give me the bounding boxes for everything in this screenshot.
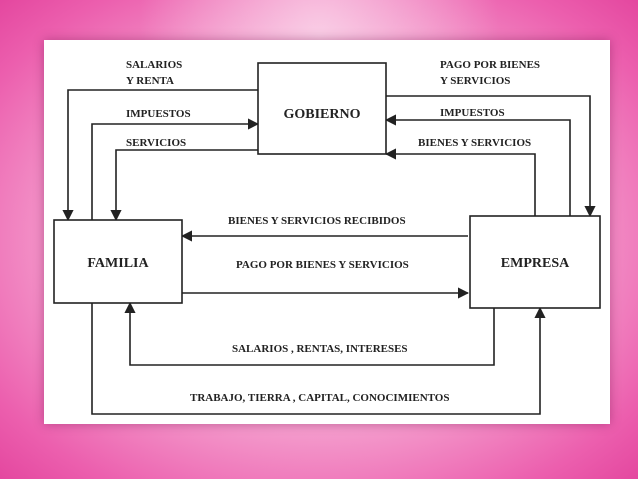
gobierno-label: GOBIERNO	[283, 107, 360, 122]
empresa-label: EMPRESA	[501, 256, 570, 271]
label-impuestos-left: IMPUESTOS	[126, 108, 191, 120]
arrow-impuestos-empresa	[384, 114, 571, 216]
arrow-servicios	[110, 149, 258, 222]
arrow-pago-gobierno-empresa	[386, 95, 596, 218]
gobierno-box	[257, 62, 387, 155]
arrow-salarios-renta	[62, 89, 258, 222]
label-salarios-intereses: SALARIOS , RENTAS, INTERESES	[232, 343, 408, 355]
arrow-trabajo	[91, 303, 546, 415]
label-servicios: SERVICIOS	[126, 137, 186, 149]
label-salarios: SALARIOS	[126, 59, 182, 71]
label-y-renta: Y RENTA	[126, 75, 174, 87]
arrow-impuestos-familia	[91, 118, 260, 220]
label-bienes-recibidos: BIENES Y SERVICIOS RECIBIDOS	[228, 215, 406, 227]
arrow-salarios-intereses	[124, 301, 495, 366]
label-pago-bienes: PAGO POR BIENES	[440, 59, 540, 71]
label-y-servicios: Y SERVICIOS	[440, 75, 510, 87]
label-pago-familia: PAGO POR BIENES Y SERVICIOS	[236, 259, 409, 271]
arrow-bienes-servicios	[384, 148, 536, 216]
familia-label: FAMILIA	[87, 256, 149, 271]
label-trabajo: TRABAJO, TIERRA , CAPITAL, CONOCIMIENTOS	[190, 392, 449, 404]
label-impuestos-right: IMPUESTOS	[440, 107, 505, 119]
familia-box	[53, 219, 183, 304]
label-bienes-servicios: BIENES Y SERVICIOS	[418, 137, 531, 149]
empresa-box	[469, 215, 601, 309]
